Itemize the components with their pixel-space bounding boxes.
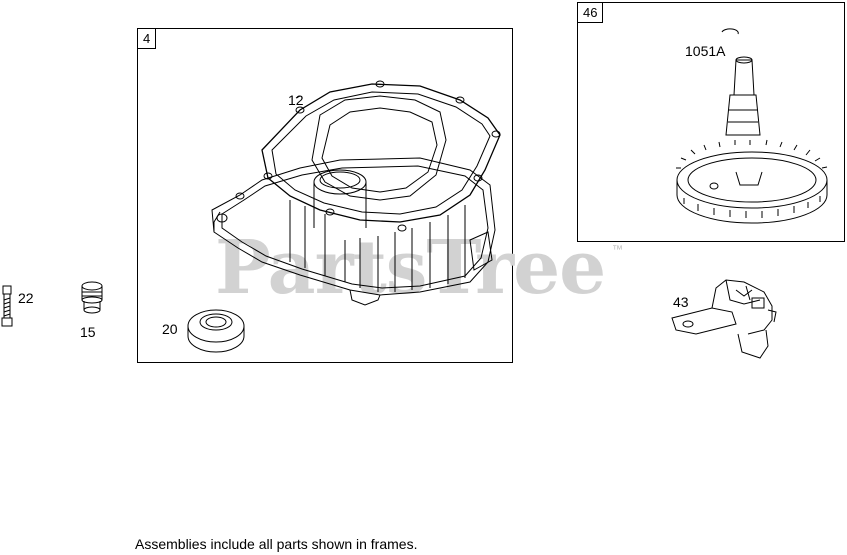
callout-22: 22 (18, 290, 34, 306)
trademark-mark: ™ (612, 244, 623, 256)
callout-20: 20 (162, 321, 178, 337)
frame-4-label: 4 (138, 29, 157, 49)
oil-seal-drawing[interactable] (187, 309, 245, 353)
frame-46: 46 (577, 2, 845, 242)
bolt-drawing[interactable] (1, 285, 13, 327)
callout-12: 12 (288, 92, 304, 108)
callout-43: 43 (673, 294, 689, 310)
governor-drawing[interactable] (671, 279, 777, 359)
camshaft-gear-drawing[interactable] (676, 28, 828, 224)
assemblies-footnote: Assemblies include all parts shown in fr… (135, 536, 418, 552)
callout-15: 15 (80, 324, 96, 340)
frame-4: 4 (137, 28, 513, 363)
frame-46-label: 46 (578, 3, 604, 23)
callout-1051a: 1051A (685, 43, 726, 59)
sump-cover-drawing[interactable] (211, 80, 501, 306)
plug-drawing[interactable] (81, 281, 103, 314)
